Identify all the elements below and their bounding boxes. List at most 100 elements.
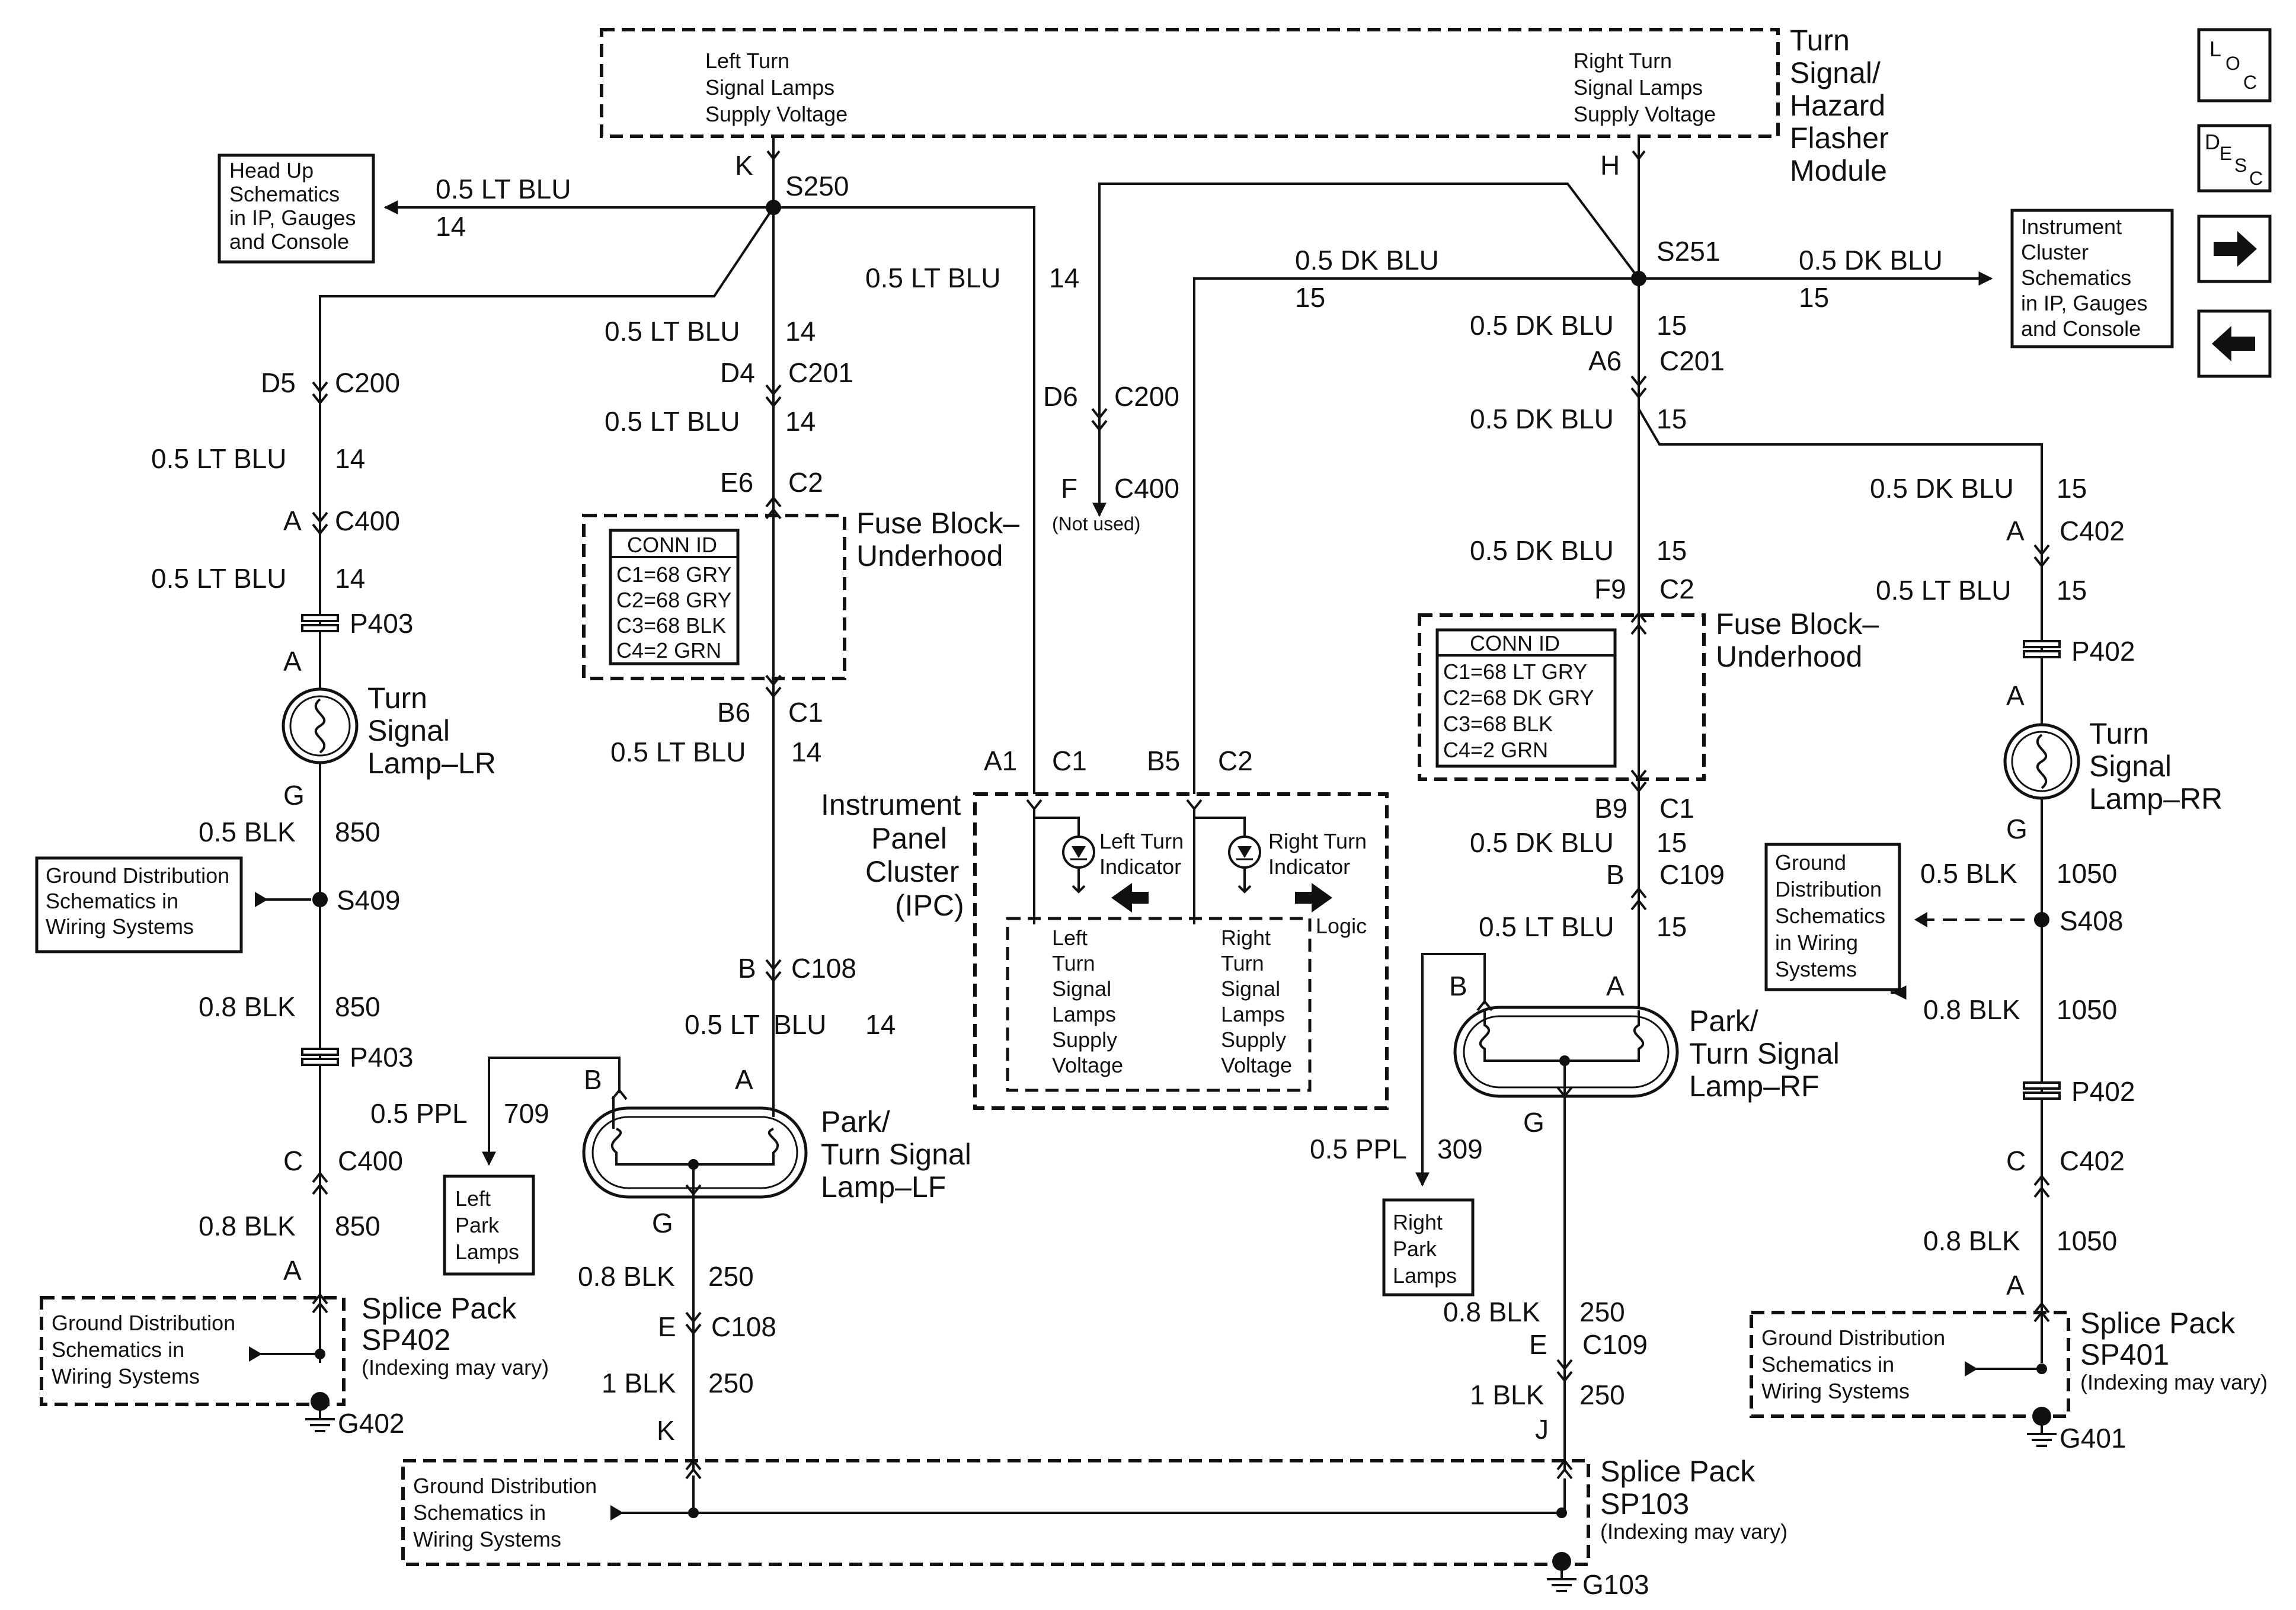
svg-text:1050: 1050 <box>2057 1225 2117 1256</box>
svg-text:15: 15 <box>2057 473 2087 504</box>
svg-text:0.5 DK BLU: 0.5 DK BLU <box>1470 310 1614 341</box>
svg-text:Left Turn: Left Turn <box>1099 829 1184 853</box>
lamp-rr-label: Turn Signal Lamp–RR <box>2089 717 2223 815</box>
svg-text:0.5 LT BLU: 0.5 LT BLU <box>605 316 740 347</box>
previous-page-icon[interactable] <box>2197 309 2272 378</box>
svg-text:and Console: and Console <box>2021 316 2141 341</box>
svg-text:A: A <box>1606 971 1625 1001</box>
svg-text:Underhood: Underhood <box>1716 640 1862 673</box>
svg-text:S: S <box>2234 155 2247 176</box>
svg-text:Park: Park <box>455 1213 500 1237</box>
instrument-cluster-schematics-ref[interactable]: Instrument Cluster Schematics in IP, Gau… <box>2010 209 2174 348</box>
lamp-rf-label: Park/ Turn Signal Lamp–RF <box>1689 1004 1840 1103</box>
svg-text:C3=68 BLK: C3=68 BLK <box>616 613 726 638</box>
svg-text:Splice Pack: Splice Pack <box>362 1292 517 1325</box>
svg-text:0.8 BLK: 0.8 BLK <box>199 1211 296 1241</box>
svg-text:Schematics: Schematics <box>1775 904 1885 928</box>
splice-pack-sp103-label: Splice Pack SP103 (Indexing may vary) <box>1600 1455 1787 1544</box>
svg-text:0.8 BLK: 0.8 BLK <box>1923 1225 2020 1256</box>
svg-text:(Not used): (Not used) <box>1052 513 1140 534</box>
svg-text:14: 14 <box>335 563 365 594</box>
desc-icon[interactable]: D E S C <box>2197 124 2272 193</box>
svg-text:250: 250 <box>1579 1297 1625 1327</box>
head-up-schematics-ref[interactable]: Head Up Schematics in IP, Gauges and Con… <box>218 153 375 264</box>
svg-text:Wiring Systems: Wiring Systems <box>1761 1379 1910 1403</box>
svg-text:B: B <box>1449 971 1467 1001</box>
right-turn-indicator-label: Right Turn Indicator <box>1268 829 1367 879</box>
svg-text:A: A <box>735 1064 753 1095</box>
park-turn-signal-lamp-rf <box>1453 1006 1679 1098</box>
svg-text:Distribution: Distribution <box>1775 877 1882 901</box>
svg-text:0.8 BLK: 0.8 BLK <box>1443 1297 1540 1327</box>
svg-text:C109: C109 <box>1582 1329 1648 1360</box>
flasher-module-title: Turn Signal/ Hazard Flasher Module <box>1790 24 1889 187</box>
svg-text:Lamp–RR: Lamp–RR <box>2089 782 2223 815</box>
svg-text:Ground: Ground <box>1775 850 1846 875</box>
ground-distribution-ref-sp401[interactable]: Ground Distribution Schematics in Wiring… <box>1761 1326 1945 1403</box>
svg-text:G: G <box>1523 1107 1544 1138</box>
svg-text:G: G <box>2006 814 2028 844</box>
svg-text:Module: Module <box>1790 154 1887 187</box>
ground-distribution-ref-sp103[interactable]: Ground Distribution Schematics in Wiring… <box>413 1474 597 1551</box>
svg-text:0.5 DK BLU: 0.5 DK BLU <box>1295 245 1439 276</box>
svg-text:C400: C400 <box>338 1145 403 1176</box>
svg-text:Splice Pack: Splice Pack <box>1600 1455 1755 1488</box>
svg-text:in IP, Gauges: in IP, Gauges <box>229 206 356 230</box>
svg-text:E: E <box>658 1311 676 1342</box>
svg-text:E: E <box>2220 143 2232 164</box>
splice-s409: S409 <box>337 885 400 916</box>
loc-icon[interactable]: L O C <box>2197 28 2272 103</box>
svg-text:C: C <box>2243 72 2257 93</box>
svg-text:C: C <box>283 1145 303 1176</box>
svg-text:F: F <box>1061 473 1077 504</box>
svg-text:Schematics: Schematics <box>2021 265 2131 290</box>
svg-text:Turn: Turn <box>2089 717 2149 750</box>
svg-text:Signal: Signal <box>1052 977 1111 1001</box>
right-park-lamps-ref[interactable]: Right Park Lamps <box>1382 1198 1475 1297</box>
svg-text:14: 14 <box>791 737 821 767</box>
svg-text:C108: C108 <box>791 953 856 984</box>
svg-text:Lamp–LF: Lamp–LF <box>821 1170 946 1204</box>
pin-h-label: H <box>1600 150 1620 181</box>
svg-text:1050: 1050 <box>2057 994 2117 1025</box>
svg-text:0.5 DK BLU: 0.5 DK BLU <box>1799 245 1943 276</box>
svg-text:Signal: Signal <box>367 714 450 747</box>
svg-text:D4: D4 <box>720 357 755 388</box>
svg-text:A: A <box>2006 516 2025 546</box>
svg-text:Signal/: Signal/ <box>1790 56 1881 89</box>
svg-text:Turn: Turn <box>367 681 427 715</box>
ground-g401: G401 <box>2060 1423 2126 1454</box>
svg-text:SP103: SP103 <box>1600 1487 1689 1521</box>
svg-text:Right Turn: Right Turn <box>1268 829 1367 853</box>
next-page-icon[interactable] <box>2197 215 2272 283</box>
splice-s251: S251 <box>1657 236 1720 267</box>
left-park-lamps-ref[interactable]: Left Park Lamps <box>443 1174 535 1276</box>
svg-text:Instrument: Instrument <box>2021 215 2122 239</box>
svg-text:L: L <box>2209 37 2221 61</box>
svg-text:C402: C402 <box>2060 1145 2125 1176</box>
svg-text:C2: C2 <box>788 467 823 498</box>
svg-text:Lamps: Lamps <box>1221 1002 1285 1026</box>
svg-text:O: O <box>2225 53 2240 74</box>
svg-text:15: 15 <box>2057 575 2087 606</box>
svg-text:14: 14 <box>335 443 365 474</box>
svg-text:Logic: Logic <box>1316 914 1367 938</box>
svg-text:Supply: Supply <box>1052 1028 1117 1052</box>
svg-text:0.8 BLK: 0.8 BLK <box>199 991 296 1022</box>
svg-text:Turn Signal: Turn Signal <box>1689 1037 1840 1070</box>
ground-distribution-ref-rr[interactable]: Ground Distribution Schematics in Wiring… <box>1764 843 1901 991</box>
svg-text:1 BLK: 1 BLK <box>1470 1379 1544 1410</box>
svg-text:C109: C109 <box>1659 859 1725 890</box>
svg-text:Ground Distribution: Ground Distribution <box>1761 1326 1945 1350</box>
svg-text:and Console: and Console <box>229 229 349 254</box>
svg-text:Left: Left <box>455 1186 491 1211</box>
svg-text:250: 250 <box>708 1261 754 1292</box>
ground-distribution-ref-sp402[interactable]: Ground Distribution Schematics in Wiring… <box>52 1311 235 1388</box>
svg-text:C1: C1 <box>788 697 823 728</box>
svg-text:Park/: Park/ <box>1689 1004 1758 1038</box>
svg-text:Schematics in: Schematics in <box>52 1337 184 1362</box>
svg-text:E: E <box>1529 1329 1547 1360</box>
svg-text:C200: C200 <box>1114 381 1179 412</box>
ground-distribution-ref-lr[interactable]: Ground Distribution Schematics in Wiring… <box>35 856 243 953</box>
svg-text:Signal: Signal <box>2089 750 2172 783</box>
